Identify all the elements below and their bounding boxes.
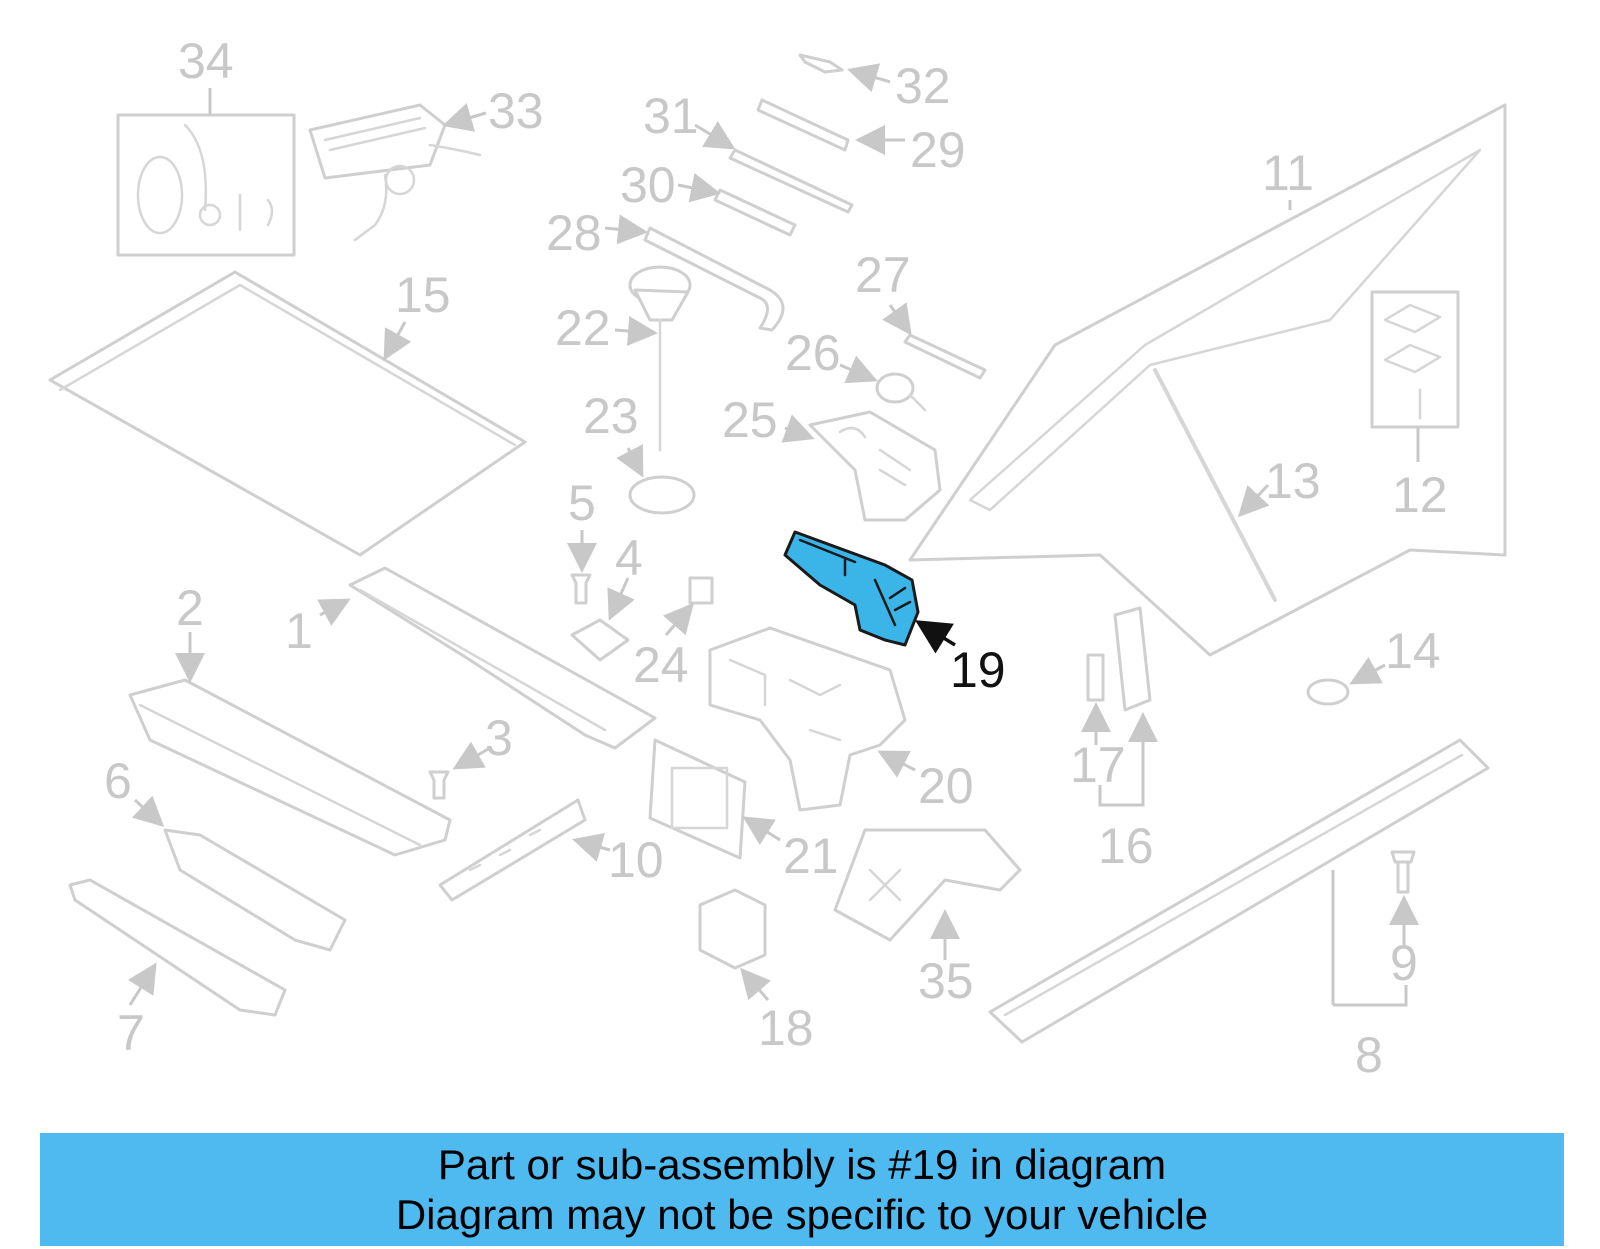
callout-32: 32 [895,58,951,114]
callout-17: 17 [1070,737,1126,793]
part-5-screw[interactable] [567,530,597,605]
part-29-wrench[interactable] [756,98,905,155]
callout-16: 16 [1098,818,1154,874]
part-34-kit[interactable] [116,88,296,257]
callout-33: 33 [488,83,544,139]
part-12-kit[interactable] [1370,290,1460,462]
callout-5: 5 [568,475,596,531]
callout-8: 8 [1355,1027,1383,1083]
part-7-rail[interactable] [68,878,287,1017]
part-19-highlighted[interactable] [783,530,956,654]
part-2-rear-panel[interactable] [128,632,452,857]
part-11-trunk-lid[interactable] [908,103,1507,657]
callout-13: 13 [1265,453,1321,509]
part-1-trim-panel[interactable] [317,566,657,750]
part-23-nut[interactable] [616,444,696,515]
banner-line-2: Diagram may not be specific to your vehi… [395,1190,1209,1238]
part-4-clip[interactable] [570,577,635,662]
callout-1: 1 [285,603,313,659]
callout-35: 35 [918,953,974,1009]
callout-19: 19 [950,642,1006,698]
part-21-bracket[interactable] [648,738,781,860]
part-8-reinforcement[interactable] [988,738,1490,1044]
part-28-lug-wrench[interactable] [604,214,785,332]
callout-21: 21 [783,828,839,884]
parts-diagram: 34 33 32 31 29 30 28 27 22 26 15 11 23 2… [48,33,1507,1083]
part-18-switch[interactable] [698,888,772,1001]
banner-line-1: Part or sub-assembly is #19 in diagram [437,1140,1167,1188]
part-31-screwdriver[interactable] [694,121,854,214]
callout-2: 2 [176,580,204,636]
part-16-striker[interactable] [1098,606,1158,807]
callout-12: 12 [1392,467,1448,523]
callout-34: 34 [178,33,234,89]
callout-23: 23 [583,388,639,444]
part-20-latch-housing[interactable] [708,626,916,812]
part-13-strut[interactable] [1153,368,1277,602]
part-17-bumper[interactable] [1081,653,1111,745]
callout-24: 24 [633,637,689,693]
part-35-bracket[interactable] [833,828,1022,960]
callout-22: 22 [555,300,611,356]
callout-14: 14 [1385,623,1441,679]
part-9-clip[interactable] [1333,850,1419,1007]
callout-31: 31 [643,88,699,144]
callout-18: 18 [758,1000,814,1056]
part-22-hold-down[interactable] [614,265,692,452]
callout-15: 15 [395,267,451,323]
callout-27: 27 [855,247,911,303]
part-30-pin[interactable] [677,172,797,237]
callout-9: 9 [1390,935,1418,991]
callout-30: 30 [620,157,676,213]
part-3-bolt[interactable] [428,741,491,800]
callout-20: 20 [918,758,974,814]
part-24-grommet[interactable] [662,576,714,636]
callout-10: 10 [608,832,664,888]
callout-29: 29 [910,122,966,178]
callout-3: 3 [485,710,513,766]
callout-26: 26 [785,325,841,381]
callout-7: 7 [117,1005,145,1061]
part-32-clip[interactable] [798,53,891,93]
part-27-rod[interactable] [882,302,987,380]
part-10-bracket[interactable] [438,798,611,902]
callout-25: 25 [722,392,778,448]
part-33-compressor[interactable] [308,103,487,242]
callout-11: 11 [1262,145,1314,201]
callout-28: 28 [546,205,602,261]
info-banner: Part or sub-assembly is #19 in diagram D… [40,1133,1564,1246]
callout-4: 4 [615,530,643,586]
part-26-eye-bolt[interactable] [839,355,927,412]
part-6-bracket[interactable] [131,795,347,952]
part-14-stopper[interactable] [1306,656,1386,706]
callout-6: 6 [104,753,132,809]
part-25-holder[interactable] [781,410,942,522]
part-15-load-floor[interactable] [48,270,527,557]
